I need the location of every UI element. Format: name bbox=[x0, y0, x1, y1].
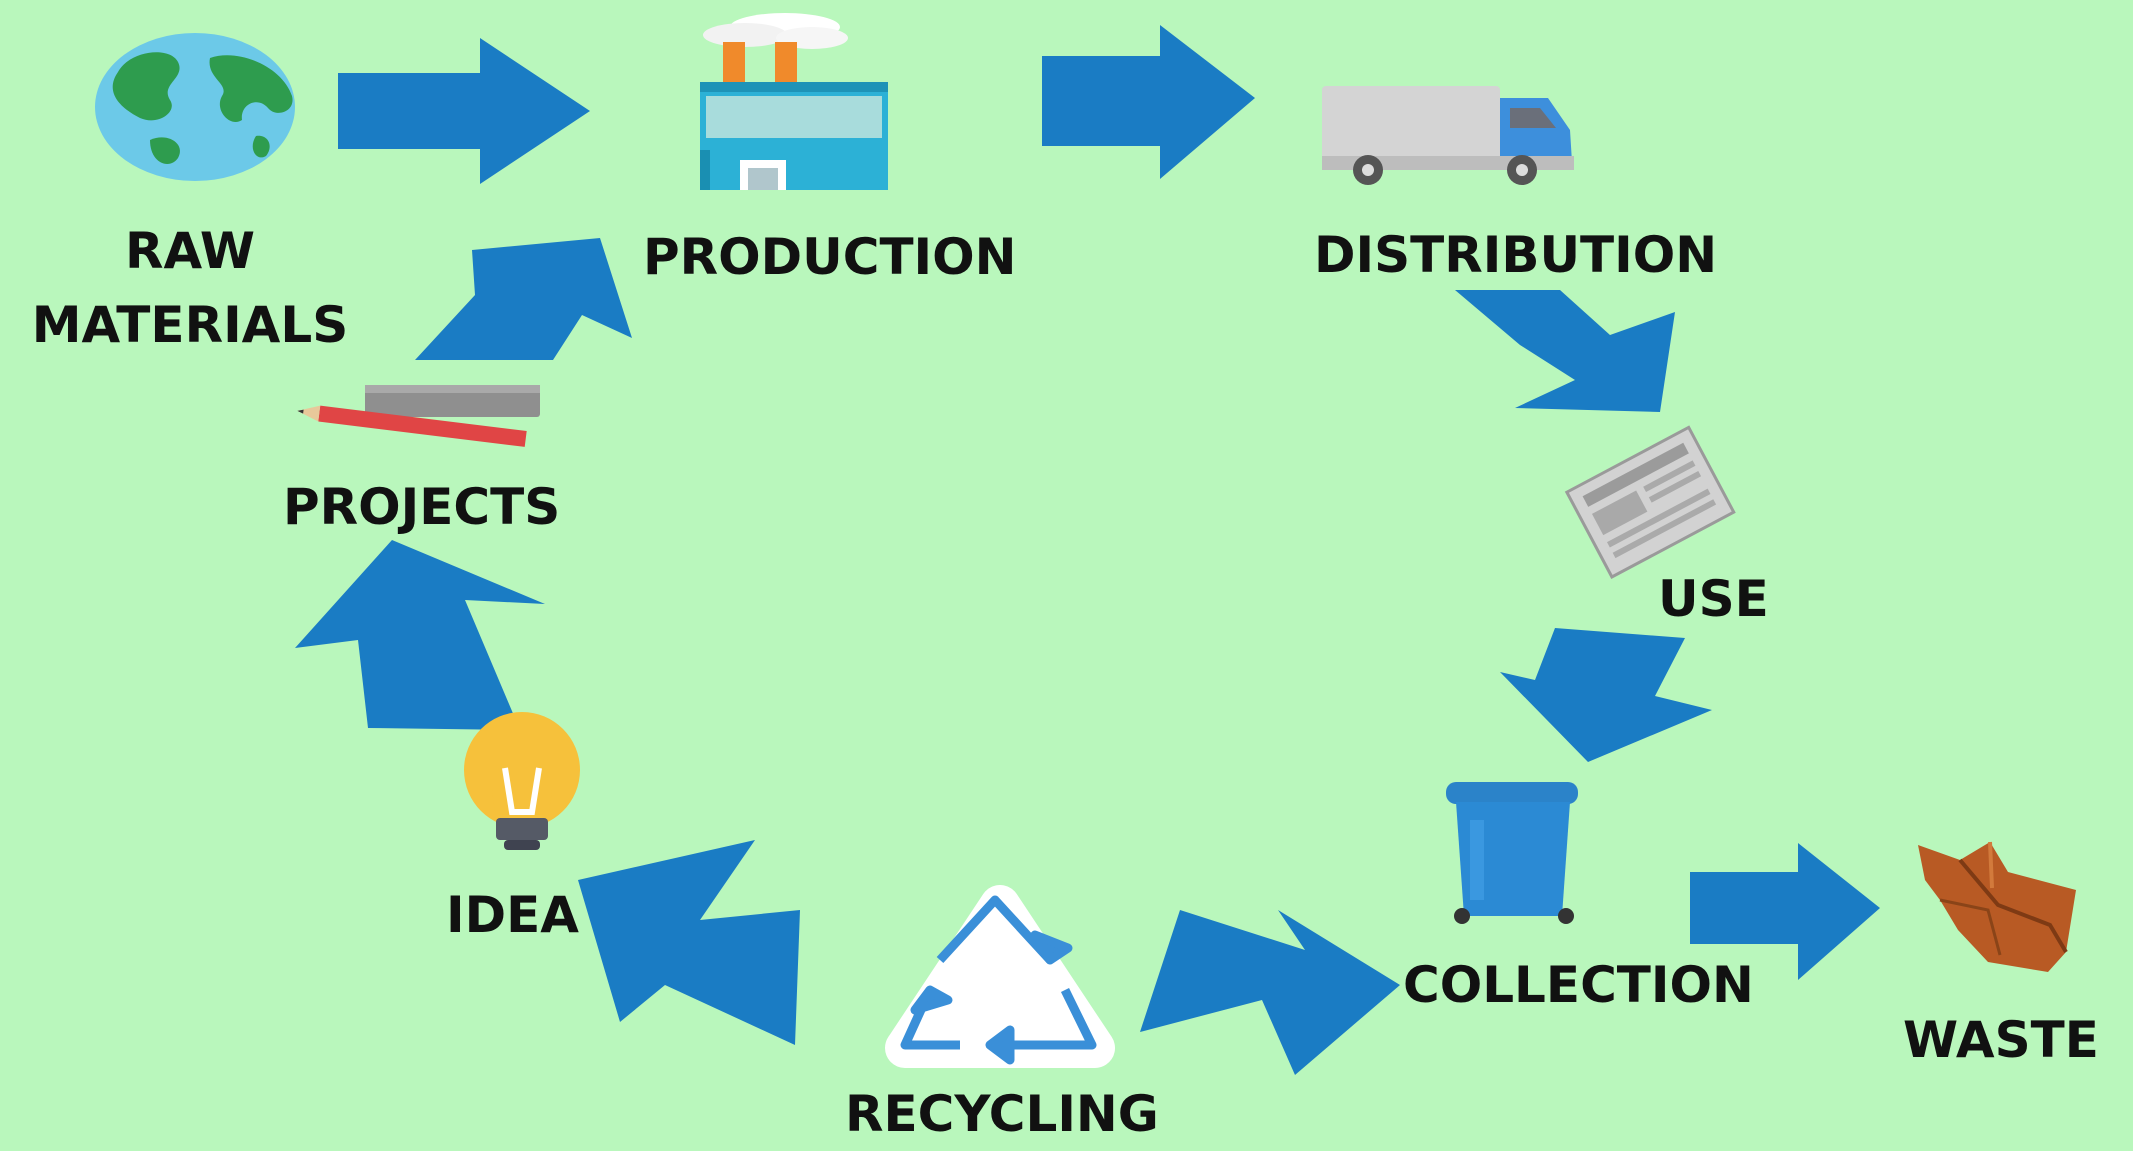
label-idea: IDEA bbox=[446, 886, 579, 944]
pencil-ruler-icon bbox=[297, 385, 540, 447]
label-recycling: RECYCLING bbox=[845, 1085, 1159, 1143]
label-waste: WASTE bbox=[1903, 1011, 2099, 1069]
arrow-collection-to-recycling bbox=[1140, 910, 1400, 1075]
arrow-collection-to-waste bbox=[1690, 843, 1880, 980]
arrow-idea-to-projects bbox=[295, 540, 545, 730]
truck-icon bbox=[1322, 86, 1574, 185]
newspaper-icon bbox=[1564, 425, 1736, 579]
lightbulb-icon bbox=[464, 712, 580, 850]
label-production: PRODUCTION bbox=[643, 228, 1017, 286]
label-use: USE bbox=[1658, 570, 1769, 628]
arrow-projects-to-production bbox=[415, 238, 632, 360]
globe-icon bbox=[95, 33, 295, 181]
label-projects: PROJECTS bbox=[283, 478, 561, 536]
label-raw-line1: RAW bbox=[124, 222, 256, 280]
label-collection: COLLECTION bbox=[1403, 956, 1754, 1014]
arrow-recycling-to-idea bbox=[578, 840, 800, 1045]
arrow-use-to-collection bbox=[1500, 628, 1712, 762]
arrow-distribution-to-use bbox=[1455, 290, 1675, 412]
bin-icon bbox=[1446, 782, 1578, 924]
recycle-icon bbox=[885, 885, 1115, 1068]
arrow-production-to-distribution bbox=[1042, 25, 1255, 179]
label-distribution: DISTRIBUTION bbox=[1314, 226, 1718, 284]
label-raw-materials: RAW MATERIALS bbox=[30, 214, 350, 362]
label-raw-line2: MATERIALS bbox=[31, 296, 349, 354]
arrow-raw-to-production bbox=[338, 38, 590, 184]
crumpled-paper-icon bbox=[1918, 841, 2076, 972]
factory-icon bbox=[700, 13, 888, 190]
